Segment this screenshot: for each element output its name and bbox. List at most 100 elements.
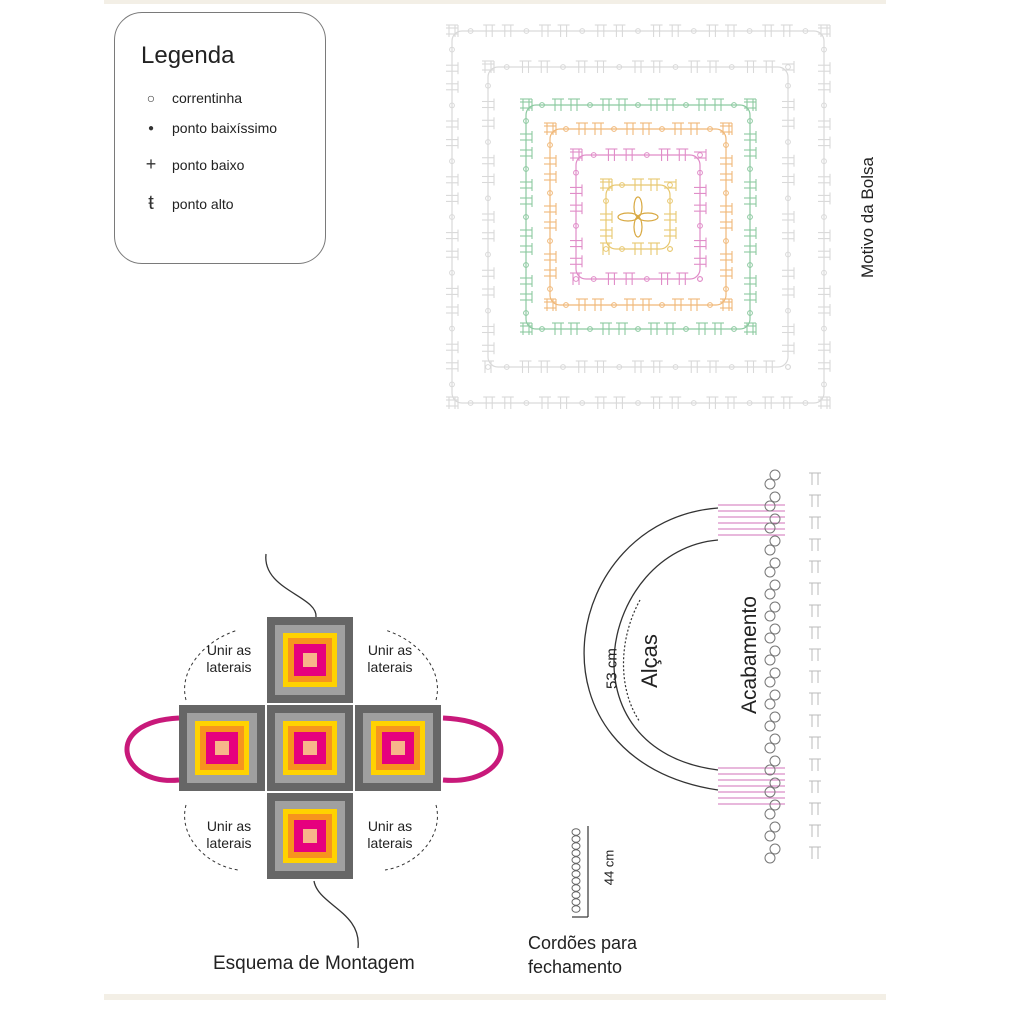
double-crochet-icon (744, 323, 757, 335)
double-crochet-icon (520, 243, 533, 255)
chain-stitch-icon (723, 286, 729, 292)
chain-stitch-icon: ○ (146, 90, 156, 106)
chain-stitch-icon (769, 469, 781, 481)
double-crochet-icon (720, 267, 733, 279)
double-crochet-icon (570, 148, 582, 161)
double-crochet-icon (482, 211, 495, 223)
chain-stitch-icon (802, 400, 809, 406)
chain-stitch-icon (697, 152, 703, 158)
double-crochet-icon (446, 24, 458, 37)
chain-stitch-icon (616, 64, 623, 70)
double-crochet-icon (482, 154, 495, 167)
double-crochet-icon (782, 211, 795, 223)
chain-stitch-icon (764, 742, 776, 754)
chain-stitch-icon (547, 238, 553, 244)
chain-stitch-icon (485, 82, 491, 89)
chain-stitch-icon (547, 190, 553, 196)
double-crochet-icon (446, 80, 459, 93)
chain-stitch-icon (769, 821, 781, 833)
double-crochet-icon (613, 396, 626, 409)
double-crochet-icon (520, 131, 533, 143)
chain-stitch-icon (485, 195, 491, 202)
double-crochet-icon (594, 396, 607, 409)
chain-stitch-icon (667, 246, 673, 252)
chain-stitch-icon (643, 276, 650, 282)
chain-stitch-icon (707, 126, 713, 132)
chain-stitch-icon (449, 102, 455, 109)
double-crochet-icon (809, 472, 821, 485)
chain-stitch-icon (769, 711, 781, 723)
double-crochet-icon (818, 359, 831, 372)
chain-stitch-icon (785, 195, 791, 202)
double-crochet-icon (720, 123, 733, 135)
double-crochet-icon (780, 24, 793, 37)
double-crochet-icon (648, 322, 660, 335)
chain-stitch-icon (643, 152, 650, 158)
chain-stitch-icon (821, 325, 827, 332)
double-crochet-icon (780, 396, 793, 409)
assembly-label: Esquema de Montagem (213, 953, 415, 974)
join-label-top-right: Unir as laterais (355, 642, 425, 676)
join-line-2: laterais (206, 659, 252, 675)
chain-stitch-icon (590, 276, 597, 282)
double-crochet-icon (809, 780, 821, 793)
chain-stitch-icon (764, 632, 776, 644)
double-crochet-icon (483, 396, 496, 409)
chain-stitch-icon (769, 755, 781, 767)
double-crochet-icon (482, 60, 494, 73)
chain-stitch-icon (747, 310, 753, 316)
double-crochet-icon (706, 396, 719, 409)
finish-label: Acabamento (738, 596, 761, 714)
double-crochet-icon (669, 396, 682, 409)
chain-stitch-icon (485, 139, 491, 145)
chain-stitch-icon (769, 667, 781, 679)
double-crochet-icon (557, 396, 570, 409)
chain-stitch-icon (449, 269, 455, 276)
double-crochet-icon (640, 122, 652, 135)
double-crochet-icon (519, 60, 532, 73)
double-crochet-icon (538, 360, 551, 373)
chain-stitch-icon (746, 400, 753, 406)
join-label-bottom-left: Unir as laterais (194, 818, 264, 852)
chain-stitch-icon (571, 877, 581, 885)
chain-stitch-icon (690, 400, 697, 406)
chain-stitch-icon (723, 190, 729, 196)
double-crochet-icon (570, 202, 583, 215)
double-crochet-icon (720, 171, 733, 183)
motif-round-outline (525, 104, 751, 330)
double-crochet-icon (744, 131, 757, 143)
double-crochet-icon (744, 360, 757, 373)
double-crochet-icon (712, 98, 724, 111)
chain-stitch-icon (769, 535, 781, 547)
double-crochet-icon (676, 148, 689, 161)
double-crochet-icon (818, 192, 831, 205)
double-crochet-icon (694, 202, 707, 215)
motif-round-outline (549, 128, 727, 306)
double-crochet-icon (446, 118, 459, 130)
double-crochet-icon (782, 117, 795, 130)
double-crochet-icon (520, 147, 533, 159)
chain-stitch-icon (571, 898, 581, 906)
double-crochet-icon (520, 322, 532, 335)
slip-stitch-icon: ● (147, 122, 155, 134)
join-arrow (184, 629, 239, 701)
double-crochet-icon (552, 322, 564, 335)
double-crochet-icon (720, 298, 732, 311)
chain-stitch-icon (697, 276, 703, 282)
double-crochet-icon (818, 397, 831, 409)
chain-stitch-icon (764, 720, 776, 732)
double-crochet-icon (570, 149, 583, 161)
double-crochet-icon (594, 360, 607, 373)
double-crochet-icon (809, 604, 821, 617)
chain-stitch-icon (707, 302, 713, 308)
chain-stitch-icon (523, 214, 529, 220)
handle-right (442, 715, 504, 783)
double-crochet-icon (538, 60, 551, 73)
double-crochet-icon (809, 494, 821, 507)
double-crochet-icon (694, 237, 707, 250)
double-crochet-icon (818, 285, 831, 298)
chain-stitch-icon (785, 307, 791, 314)
chain-stitch-icon (764, 654, 776, 666)
double-crochet-icon (744, 243, 757, 255)
